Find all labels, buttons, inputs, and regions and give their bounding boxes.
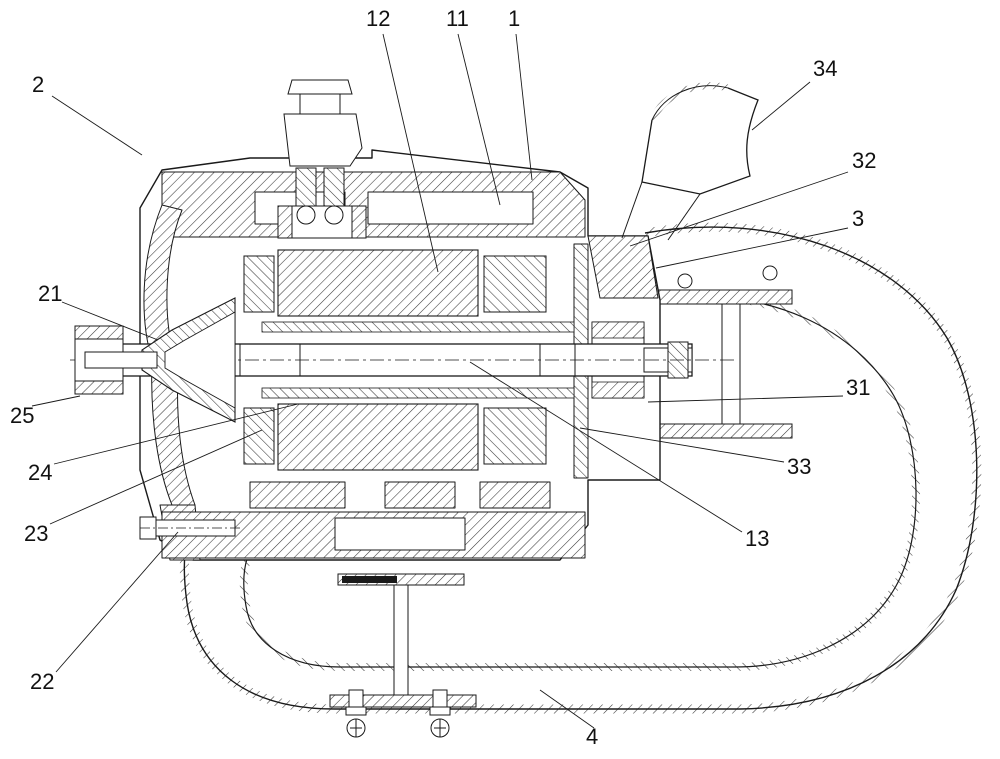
rotor-stator xyxy=(243,249,575,471)
ref-label-32: 32 xyxy=(852,148,877,173)
ref-label-24: 24 xyxy=(28,460,53,485)
ref-label-4: 4 xyxy=(586,724,599,749)
ref-label-23: 23 xyxy=(24,521,49,546)
inlet-bolt-icon xyxy=(84,351,158,369)
ref-label-13: 13 xyxy=(745,526,770,551)
leader-lines xyxy=(31,33,849,729)
ref-label-34: 34 xyxy=(813,56,838,81)
top-valve-assembly xyxy=(277,79,367,239)
ref-label-2: 2 xyxy=(32,72,45,97)
impeller xyxy=(141,297,236,423)
stud-icon xyxy=(345,689,367,738)
ref-label-1: 1 xyxy=(508,6,521,31)
bottom-details xyxy=(329,573,477,738)
inlet-flange xyxy=(74,325,158,395)
ref-label-33: 33 xyxy=(787,454,812,479)
ref-label-11: 11 xyxy=(446,6,469,31)
stud-icon xyxy=(429,689,451,738)
ref-label-25: 25 xyxy=(10,403,35,428)
ref-label-31: 31 xyxy=(846,375,871,400)
ref-label-3: 3 xyxy=(852,206,865,231)
clamp-bolt xyxy=(139,516,240,540)
flange-bolt-icon xyxy=(677,273,693,289)
ref-label-21: 21 xyxy=(38,281,63,306)
ref-label-22: 22 xyxy=(30,669,55,694)
inlet-funnel xyxy=(621,82,759,241)
ref-label-12: 12 xyxy=(366,6,391,31)
flange-bolt-icon xyxy=(762,265,778,281)
